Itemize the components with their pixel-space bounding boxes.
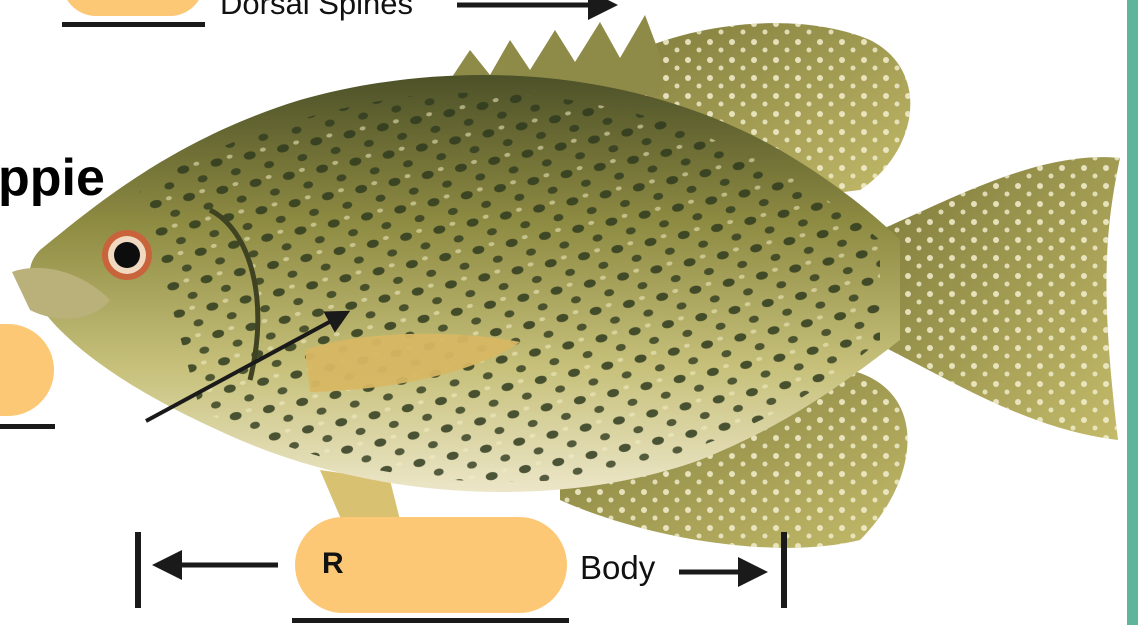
dorsal-spines-label: Dorsal Spines	[220, 0, 413, 22]
page-title: ppie	[0, 148, 105, 208]
answer-underline-left	[0, 424, 55, 429]
answer-letter: R	[322, 547, 344, 581]
answer-underline-bottom	[292, 618, 569, 623]
accent-side-bar	[1127, 0, 1138, 625]
answer-underline-top	[62, 22, 205, 27]
body-label: Body	[580, 549, 655, 587]
fish-illustration	[12, 15, 1120, 610]
